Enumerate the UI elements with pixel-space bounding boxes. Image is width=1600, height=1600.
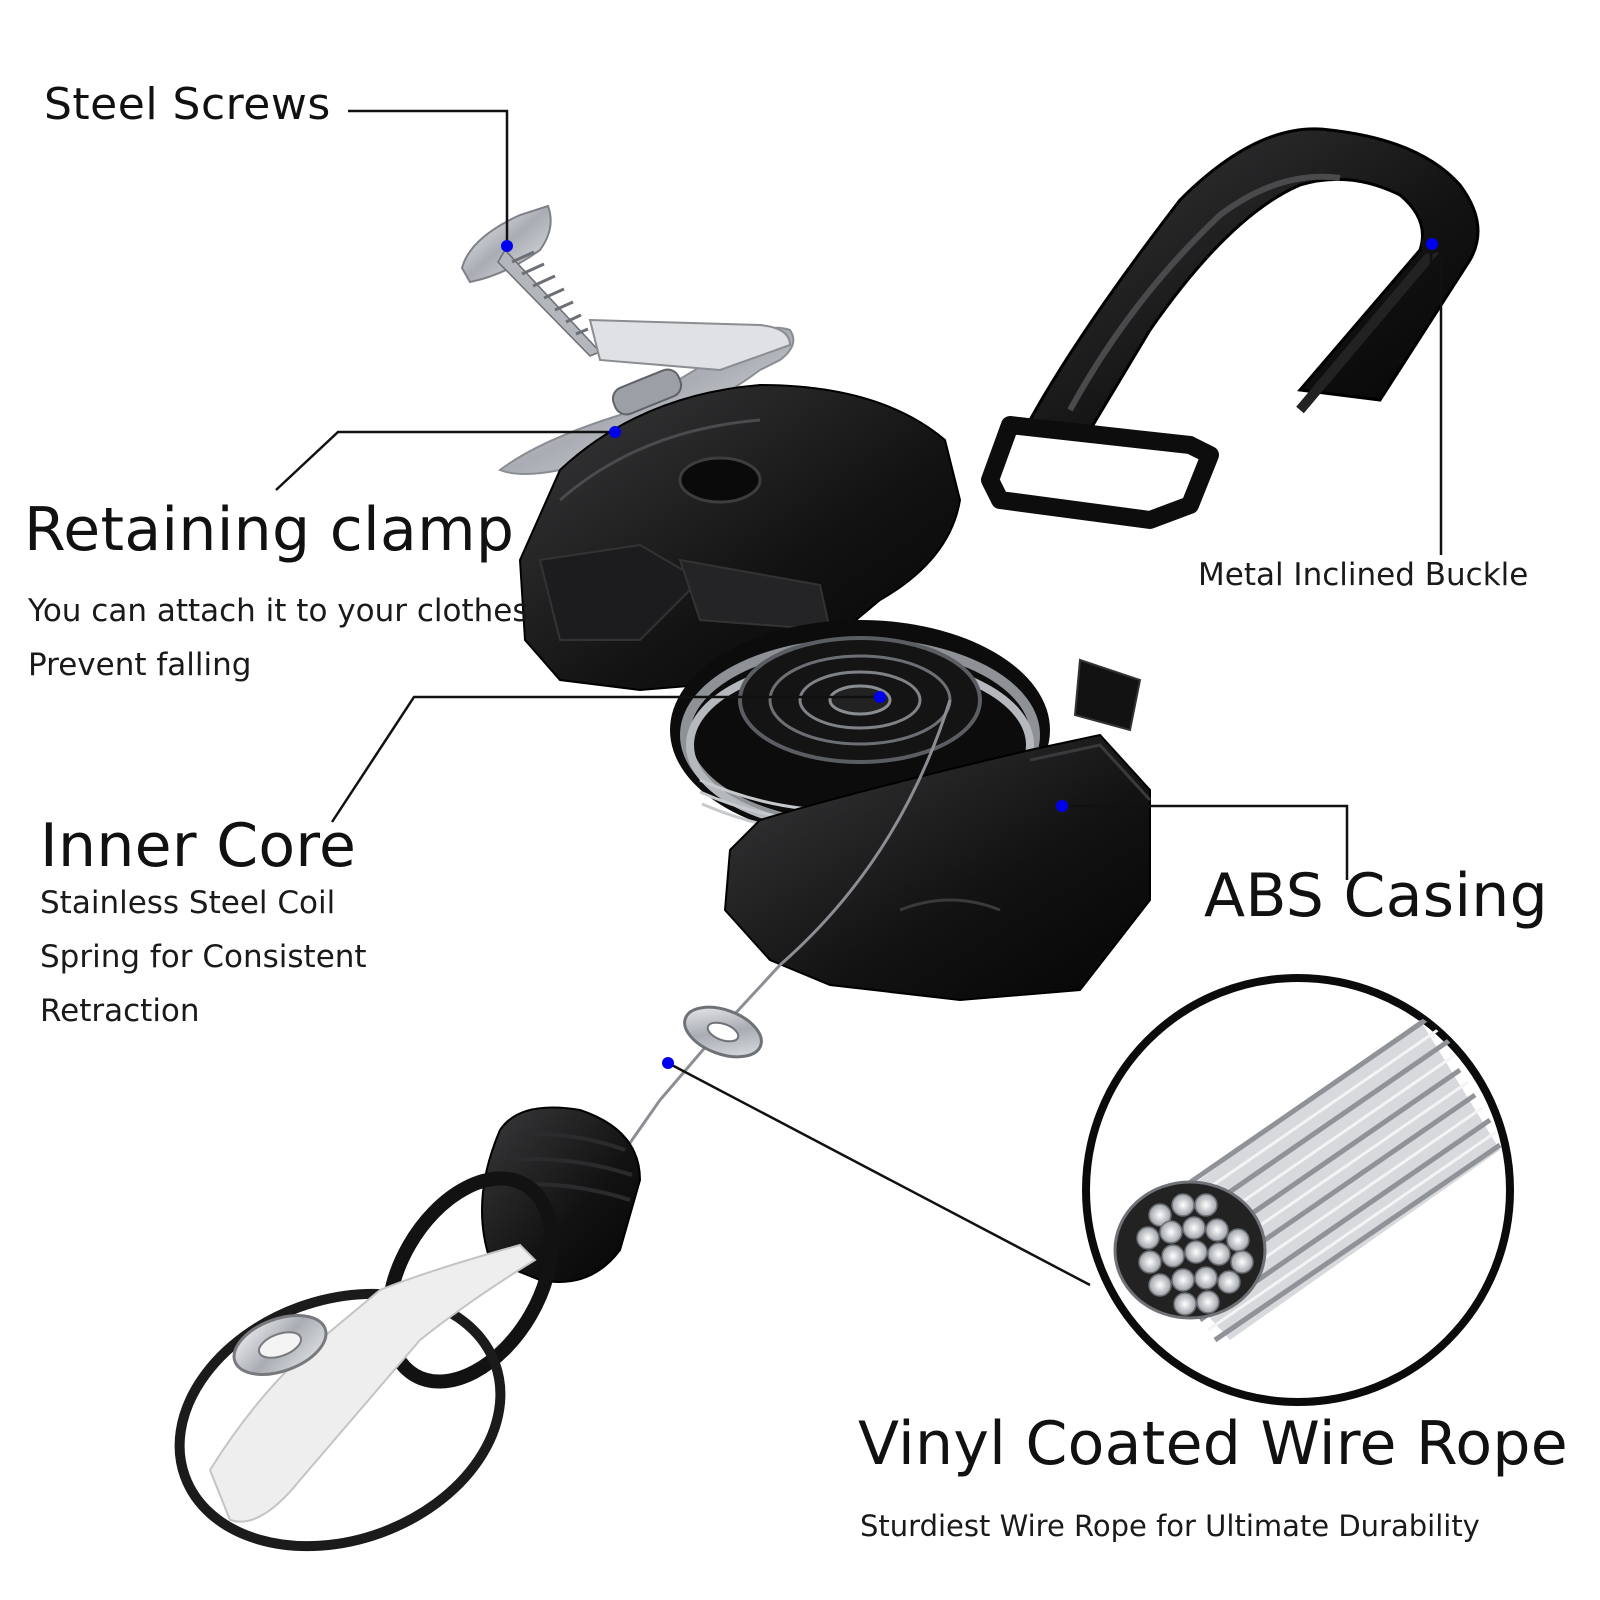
badge-strap-part — [174, 1106, 642, 1552]
retaining-clamp-desc-2: Prevent falling — [28, 647, 252, 683]
marker-dot-wire — [662, 1057, 674, 1069]
inner-core-desc-2: Spring for Consistent — [40, 939, 367, 975]
leader-line-retaining-clamp — [275, 430, 612, 491]
metal-buckle-title: Metal Inclined Buckle — [1198, 557, 1529, 593]
wire-rope-part — [623, 699, 952, 1151]
leader-line-abs-casing — [1062, 804, 1349, 880]
leader-line-wire-rope — [667, 1061, 1091, 1287]
wire-rope-desc: Sturdiest Wire Rope for Ultimate Durabil… — [860, 1509, 1480, 1543]
retaining-clamp-title: Retaining clamp — [24, 495, 515, 565]
marker-dot-screw — [501, 240, 513, 252]
top-cap-part — [518, 383, 962, 692]
steel-screws-title: Steel Screws — [44, 79, 331, 130]
inner-core-title: Inner Core — [40, 811, 357, 881]
retaining-clamp-part — [497, 318, 795, 475]
steel-screw — [460, 204, 602, 357]
leader-line-metal-buckle — [1429, 244, 1443, 555]
inner-core-desc-3: Retraction — [40, 993, 200, 1029]
abs-casing-title: ABS Casing — [1204, 861, 1549, 931]
leader-lines — [275, 109, 1443, 1287]
retaining-clamp-desc-1: You can attach it to your clothes — [28, 593, 529, 629]
wire-rope-zoom-circle — [1082, 974, 1514, 1406]
leader-line-inner-core — [330, 695, 878, 823]
leader-line-steel-screws — [348, 109, 509, 244]
marker-dot-buckle — [1426, 238, 1438, 250]
marker-dots — [501, 238, 1438, 1069]
metal-inclined-buckle-part — [981, 127, 1480, 529]
inner-core-desc-1: Stainless Steel Coil — [40, 885, 336, 921]
marker-dot-clamp — [609, 426, 621, 438]
abs-casing-part — [723, 658, 1152, 1002]
wire-rope-title: Vinyl Coated Wire Rope — [858, 1409, 1568, 1479]
marker-dot-core — [874, 691, 886, 703]
marker-dot-casing — [1056, 800, 1068, 812]
